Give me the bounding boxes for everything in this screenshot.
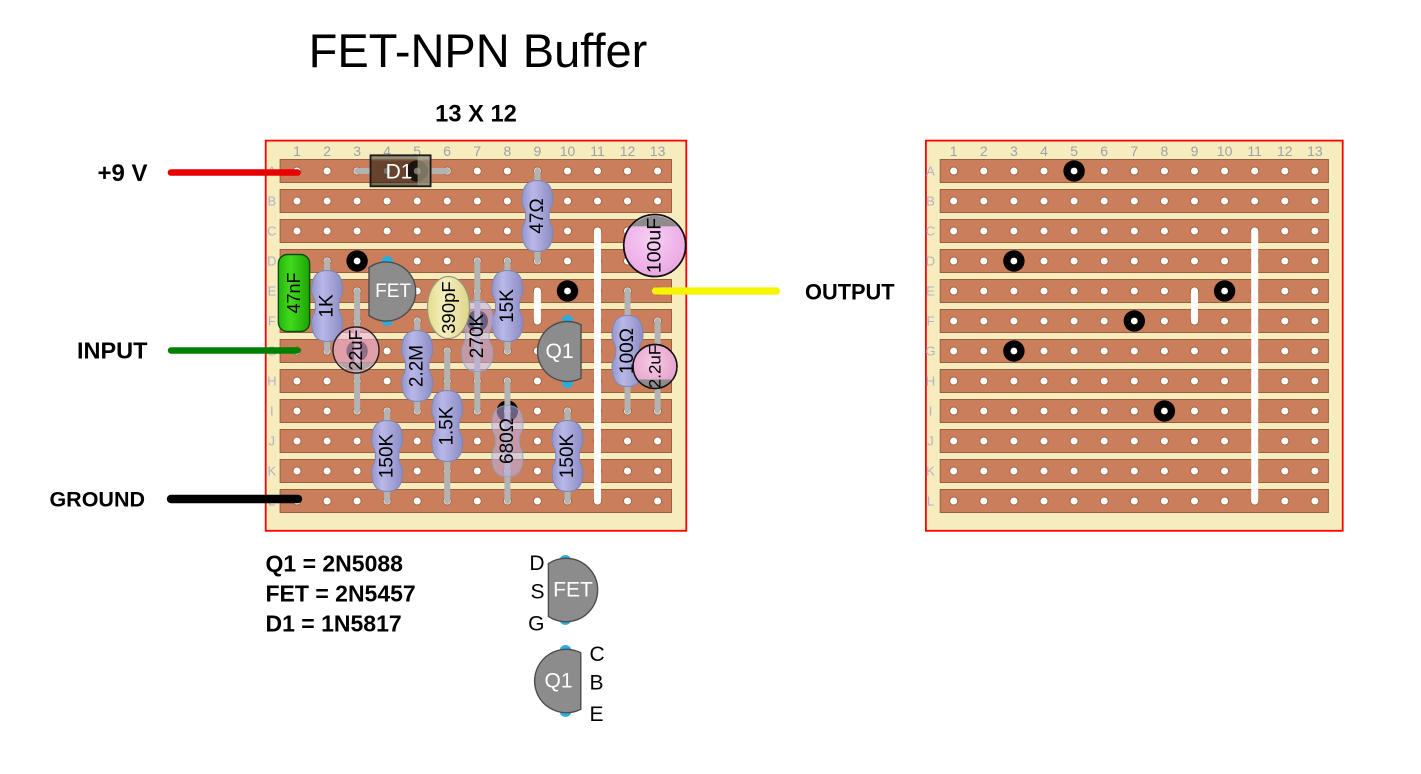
svg-text:Q1: Q1: [545, 340, 573, 363]
svg-text:10: 10: [1217, 143, 1233, 159]
svg-text:B: B: [926, 194, 935, 209]
svg-text:2: 2: [323, 143, 331, 159]
svg-text:H: H: [267, 374, 276, 389]
svg-text:D: D: [926, 254, 935, 269]
svg-text:1: 1: [950, 143, 958, 159]
svg-text:J: J: [927, 434, 934, 449]
svg-text:F: F: [927, 314, 935, 329]
svg-text:E: E: [926, 284, 935, 299]
svg-text:K: K: [926, 464, 935, 479]
svg-text:3: 3: [353, 143, 361, 159]
svg-text:150K: 150K: [377, 433, 398, 478]
svg-text:G: G: [528, 613, 544, 636]
svg-text:47Ω: 47Ω: [527, 198, 548, 233]
svg-text:22uF: 22uF: [346, 329, 366, 370]
svg-text:FET-NPN Buffer: FET-NPN Buffer: [309, 24, 648, 77]
svg-text:100uF: 100uF: [644, 218, 666, 273]
svg-text:8: 8: [504, 143, 512, 159]
svg-text:9: 9: [534, 143, 542, 159]
svg-text:2.2M: 2.2M: [407, 345, 428, 387]
svg-text:47nF: 47nF: [284, 272, 304, 313]
svg-text:7: 7: [473, 143, 481, 159]
svg-text:150K: 150K: [557, 433, 578, 478]
svg-text:11: 11: [1247, 143, 1262, 159]
svg-text:FET = 2N5457: FET = 2N5457: [266, 581, 416, 607]
svg-text:H: H: [926, 374, 935, 389]
svg-text:3: 3: [1010, 143, 1018, 159]
svg-text:C: C: [590, 643, 605, 666]
svg-text:L: L: [927, 494, 934, 509]
svg-text:13 X 12: 13 X 12: [435, 102, 517, 128]
svg-text:270K: 270K: [467, 313, 488, 358]
svg-text:F: F: [268, 314, 276, 329]
svg-text:15K: 15K: [497, 289, 518, 323]
svg-text:+9 V: +9 V: [97, 160, 147, 187]
svg-text:FET: FET: [375, 281, 411, 302]
svg-text:G: G: [925, 344, 935, 359]
svg-text:INPUT: INPUT: [77, 338, 148, 364]
svg-text:2: 2: [980, 143, 988, 159]
svg-text:12: 12: [1277, 143, 1293, 159]
svg-text:I: I: [929, 404, 933, 419]
svg-text:D1: D1: [386, 161, 413, 184]
svg-text:Q1: Q1: [544, 670, 572, 693]
svg-text:390pF: 390pF: [438, 281, 459, 333]
svg-text:Q1 = 2N5088: Q1 = 2N5088: [266, 551, 404, 577]
svg-text:1: 1: [293, 143, 301, 159]
svg-text:I: I: [270, 404, 274, 419]
svg-text:680Ω: 680Ω: [497, 418, 518, 464]
svg-text:4: 4: [383, 143, 391, 159]
svg-text:S: S: [530, 581, 544, 604]
svg-text:E: E: [590, 703, 604, 726]
svg-text:13: 13: [1307, 143, 1323, 159]
svg-text:FET: FET: [553, 579, 593, 602]
svg-text:B: B: [267, 194, 276, 209]
svg-text:B: B: [590, 672, 604, 695]
svg-text:11: 11: [590, 143, 605, 159]
svg-text:C: C: [267, 224, 276, 239]
svg-text:9: 9: [1191, 143, 1199, 159]
svg-text:D1 = 1N5817: D1 = 1N5817: [266, 611, 402, 637]
svg-text:C: C: [926, 224, 935, 239]
svg-text:7: 7: [1130, 143, 1138, 159]
svg-text:D: D: [529, 552, 544, 575]
svg-text:2.2uF: 2.2uF: [646, 345, 665, 388]
svg-text:12: 12: [620, 143, 636, 159]
svg-text:6: 6: [1100, 143, 1108, 159]
svg-text:5: 5: [1070, 143, 1078, 159]
svg-text:13: 13: [650, 143, 666, 159]
svg-text:K: K: [267, 464, 276, 479]
svg-text:5: 5: [413, 143, 421, 159]
svg-text:8: 8: [1161, 143, 1169, 159]
svg-text:10: 10: [560, 143, 576, 159]
svg-text:E: E: [267, 284, 276, 299]
svg-text:1.5K: 1.5K: [437, 406, 458, 445]
svg-text:D: D: [267, 254, 276, 269]
svg-text:6: 6: [443, 143, 451, 159]
svg-text:A: A: [926, 164, 935, 179]
svg-text:J: J: [269, 434, 276, 449]
svg-text:4: 4: [1040, 143, 1048, 159]
svg-text:GROUND: GROUND: [49, 488, 145, 512]
svg-text:1K: 1K: [317, 294, 338, 318]
svg-text:OUTPUT: OUTPUT: [805, 280, 895, 305]
